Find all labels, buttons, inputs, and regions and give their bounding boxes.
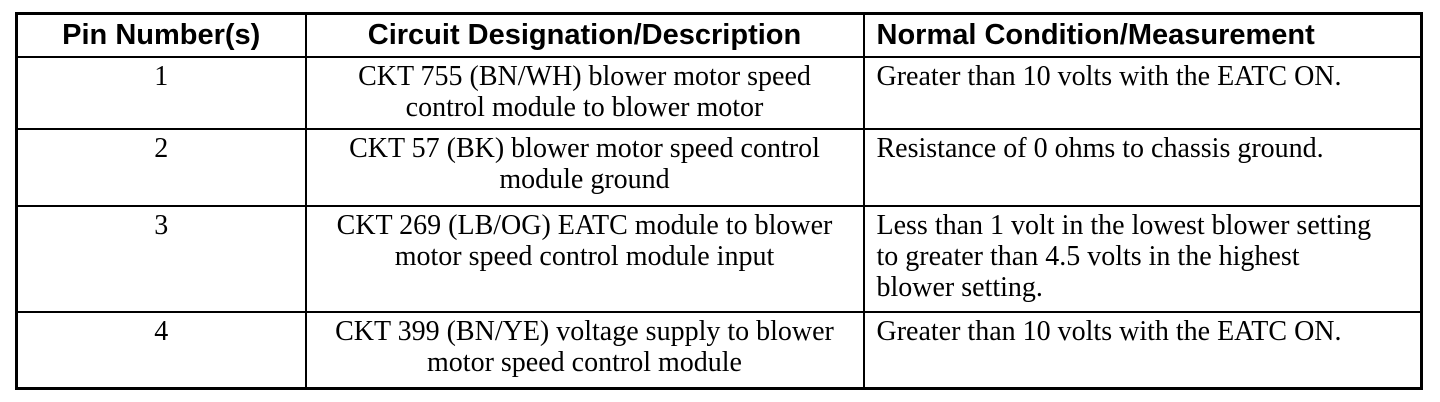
circuit-description-cell: CKT 399 (BN/YE) voltage supply to blower… bbox=[304, 310, 865, 390]
column-header-circuit-designation: Circuit Designation/Description bbox=[304, 12, 865, 58]
circuit-description-cell: CKT 269 (LB/OG) EATC module to blower mo… bbox=[304, 204, 865, 313]
table-row: 4 CKT 399 (BN/YE) voltage supply to blow… bbox=[15, 310, 1423, 390]
normal-condition-cell: Less than 1 volt in the lowest blower se… bbox=[862, 204, 1423, 313]
table-header-row: Pin Number(s) Circuit Designation/Descri… bbox=[15, 12, 1423, 58]
column-header-pin-numbers: Pin Number(s) bbox=[15, 12, 307, 58]
pin-number-cell: 3 bbox=[15, 204, 307, 313]
column-header-normal-condition: Normal Condition/Measurement bbox=[862, 12, 1423, 58]
circuit-description-cell: CKT 755 (BN/WH) blower motor speed contr… bbox=[304, 55, 865, 130]
pin-number-cell: 1 bbox=[15, 55, 307, 130]
table-row: 3 CKT 269 (LB/OG) EATC module to blower … bbox=[15, 204, 1423, 313]
pin-number-cell: 4 bbox=[15, 310, 307, 390]
normal-condition-cell: Resistance of 0 ohms to chassis ground. bbox=[862, 127, 1423, 207]
table-row: 2 CKT 57 (BK) blower motor speed control… bbox=[15, 127, 1423, 207]
circuit-description-cell: CKT 57 (BK) blower motor speed control m… bbox=[304, 127, 865, 207]
pin-number-cell: 2 bbox=[15, 127, 307, 207]
pinout-table: Pin Number(s) Circuit Designation/Descri… bbox=[15, 12, 1423, 390]
table-row: 1 CKT 755 (BN/WH) blower motor speed con… bbox=[15, 55, 1423, 130]
normal-condition-cell: Greater than 10 volts with the EATC ON. bbox=[862, 310, 1423, 390]
normal-condition-cell: Greater than 10 volts with the EATC ON. bbox=[862, 55, 1423, 130]
